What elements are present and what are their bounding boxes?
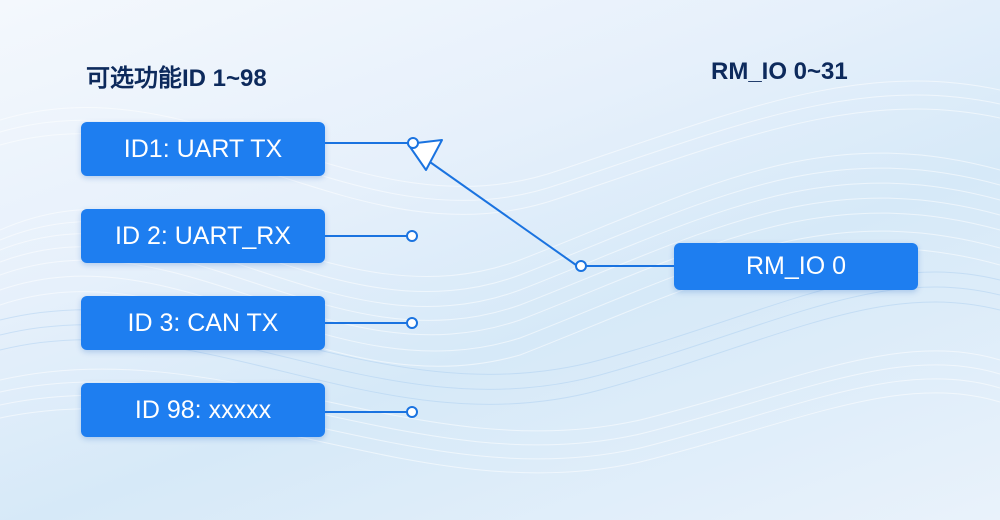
functions-heading: 可选功能ID 1~98 [86,65,267,92]
function-box-id98[interactable]: ID 98: xxxxx [81,383,325,437]
function-box-id3[interactable]: ID 3: CAN TX [81,296,325,350]
rm-io-box[interactable]: RM_IO 0 [674,243,918,290]
rm-io-heading: RM_IO 0~31 [711,58,848,85]
function-box-id1[interactable]: ID1: UART TX [81,122,325,176]
function-box-id2[interactable]: ID 2: UART_RX [81,209,325,263]
